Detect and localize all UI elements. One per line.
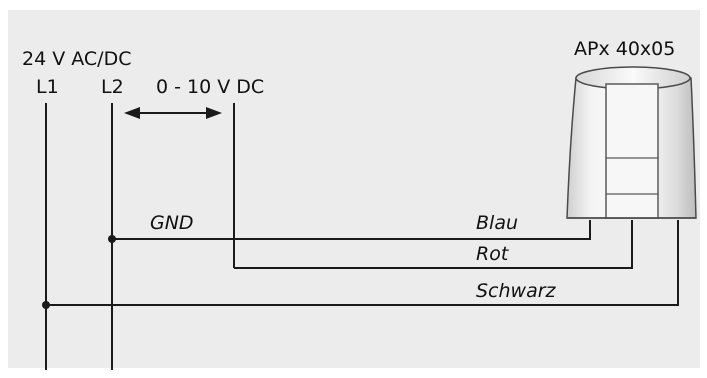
- schwarz-wire: [46, 220, 679, 306]
- device-name-label: APx 40x05: [574, 38, 676, 60]
- blau-wire: [112, 220, 591, 240]
- range-arrow-right-head: [206, 107, 222, 119]
- actuator-front-panel: [605, 83, 659, 219]
- blau-label: Blau: [476, 212, 518, 234]
- l1-label: L1: [36, 76, 59, 98]
- l2-label: L2: [101, 76, 124, 98]
- actuator-device: [566, 66, 697, 219]
- l1-junction-dot: [42, 301, 50, 309]
- gnd-label: GND: [150, 212, 194, 234]
- rot-wire: [234, 220, 633, 269]
- supply-voltage-label: 24 V AC/DC: [22, 48, 132, 70]
- rot-label: Rot: [476, 243, 509, 265]
- l2-junction-dot: [108, 235, 116, 243]
- schwarz-label: Schwarz: [476, 280, 556, 302]
- signal-range-label: 0 - 10 V DC: [156, 76, 265, 98]
- range-arrow-left-head: [124, 107, 140, 119]
